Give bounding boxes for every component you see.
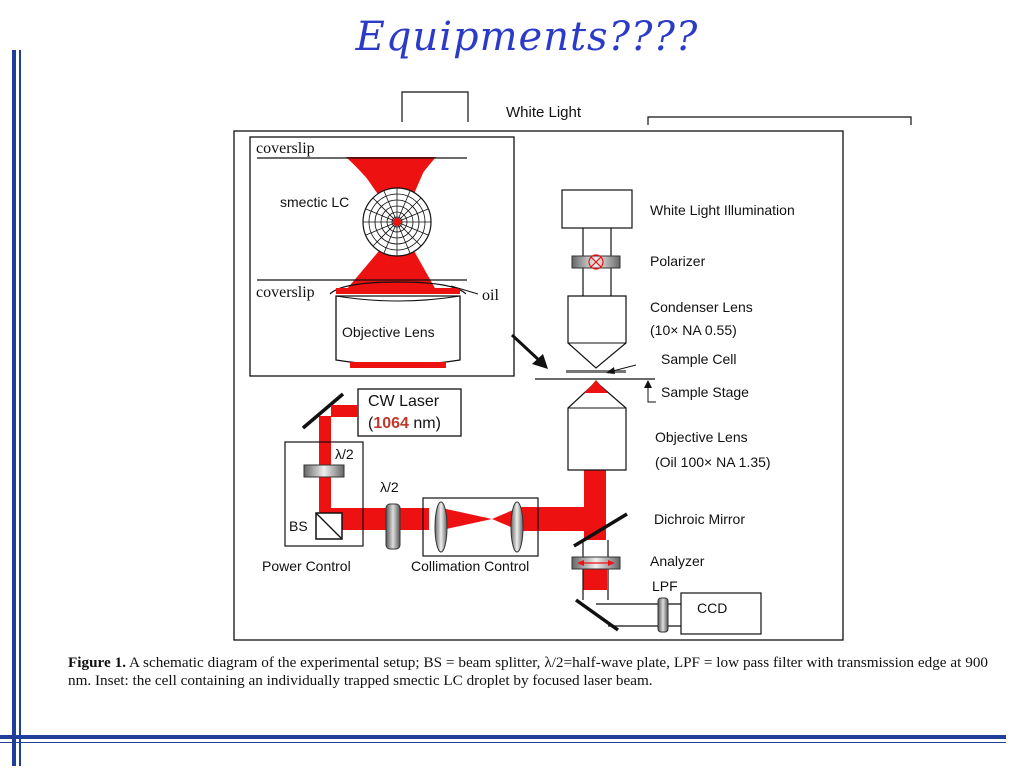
bs-label: BS <box>289 518 308 534</box>
analyzer-label: Analyzer <box>650 553 705 569</box>
lpf-label: LPF <box>652 578 678 594</box>
laser-wavelength: 1064 <box>373 415 409 432</box>
bottom-rule-thin <box>0 742 1006 743</box>
power-control-label: Power Control <box>262 558 351 574</box>
inset-objective-label: Objective Lens <box>342 324 435 340</box>
slide-title: Equipments???? <box>355 14 699 60</box>
halfwave-label-2: λ/2 <box>380 479 399 495</box>
caption-text: A schematic diagram of the experimental … <box>68 654 989 689</box>
condenser-label-1: Condenser Lens <box>650 299 753 315</box>
inset-panel: coverslip coverslip smectic LC Objective… <box>249 136 515 377</box>
top-fragment: White Light <box>401 91 912 125</box>
left-rule-inner <box>19 50 21 766</box>
white-light-illum-label: White Light Illumination <box>650 202 795 218</box>
coverslip-top-label: coverslip <box>256 140 315 157</box>
sample-stage-label: Sample Stage <box>661 384 749 400</box>
ccd-label: CCD <box>697 600 727 616</box>
bottom-rule-thick <box>0 735 1006 739</box>
polarizer-label: Polarizer <box>650 253 706 269</box>
steering-mirror <box>301 392 345 430</box>
ccd-box <box>680 592 762 635</box>
condenser-label-2: (10× NA 0.55) <box>650 322 737 338</box>
collimation-control: Collimation Control <box>411 497 539 574</box>
bottom-mirror <box>574 598 620 632</box>
figure-caption: Figure 1. A schematic diagram of the exp… <box>68 654 988 690</box>
inset-pointer-arrow <box>510 333 548 369</box>
laser-name: CW Laser <box>368 393 440 410</box>
halfwave-plate-2 <box>385 503 401 550</box>
halfwave-plate-1 <box>303 464 345 478</box>
lpf-filter <box>657 597 669 633</box>
power-control: λ/2 BS Power Control <box>262 441 364 574</box>
svg-text:(1064 nm): (1064 nm) <box>368 415 441 432</box>
collimation-label: Collimation Control <box>411 558 529 574</box>
left-rule-outer <box>12 50 16 766</box>
sample-cell-label: Sample Cell <box>661 351 736 367</box>
objective-label-1: Objective Lens <box>655 429 748 445</box>
coverslip-bottom-label: coverslip <box>256 284 315 301</box>
white-light-top-label: White Light <box>506 104 582 121</box>
cw-laser: CW Laser (1064 nm) <box>357 388 462 437</box>
smectic-label: smectic LC <box>280 194 349 210</box>
microscope-column: White Light Illumination Polarizer Conde… <box>535 189 795 635</box>
oil-label: oil <box>482 287 499 304</box>
dichroic-label: Dichroic Mirror <box>654 511 745 527</box>
caption-figure-label: Figure 1. <box>68 654 127 671</box>
figure-frame <box>233 130 844 641</box>
objective-label-2: (Oil 100× NA 1.35) <box>655 454 771 470</box>
halfwave-label-1: λ/2 <box>335 446 354 462</box>
